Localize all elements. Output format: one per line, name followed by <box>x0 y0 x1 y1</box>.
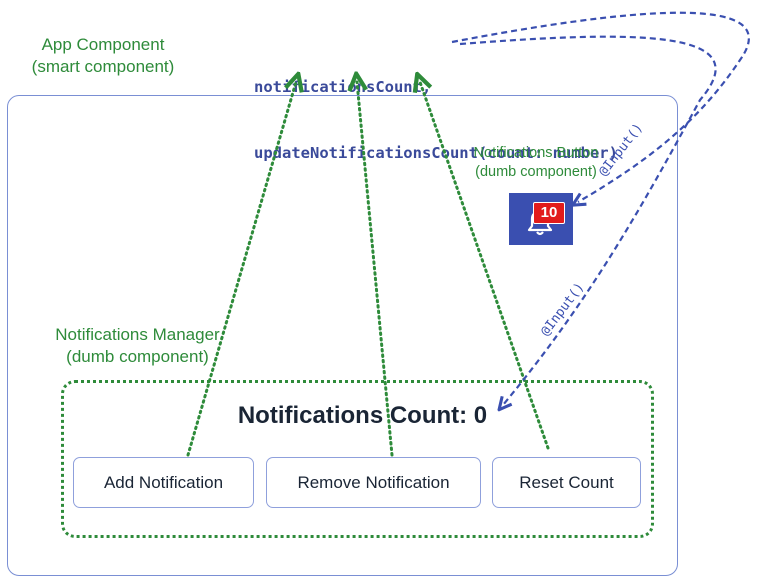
app-component-label: App Component (smart component) <box>18 34 188 78</box>
input-to-button-arrow <box>451 11 750 202</box>
code-line-update-method: updateNotificationsCount(count: number) <box>254 144 618 162</box>
app-component-box <box>7 95 678 576</box>
notifications-button[interactable]: 10 <box>509 193 573 245</box>
notifications-manager-title: Notifications Manager <box>55 325 220 344</box>
notifications-manager-label: Notifications Manager (dumb component) <box>40 324 235 368</box>
notifications-button-subtitle: (dumb component) <box>475 164 597 180</box>
notifications-button-label: Notifications Button (dumb component) <box>452 144 620 182</box>
reset-to-update-arrow <box>420 82 550 450</box>
notifications-button-title: Notifications Button <box>473 145 599 161</box>
notifications-manager-box <box>61 380 654 538</box>
remove-to-update-arrow <box>357 82 394 457</box>
app-component-title: App Component <box>41 35 165 54</box>
notifications-manager-subtitle: (dumb component) <box>66 347 209 366</box>
add-to-update-arrow <box>186 82 296 457</box>
notifications-count-heading: Notifications Count: 0 <box>237 402 488 429</box>
add-notification-button[interactable]: Add Notification <box>73 457 254 508</box>
reset-count-button[interactable]: Reset Count <box>492 457 641 508</box>
remove-notification-button[interactable]: Remove Notification <box>266 457 481 508</box>
notifications-badge: 10 <box>533 202 565 224</box>
app-component-subtitle: (smart component) <box>31 57 175 76</box>
input-to-manager-arrow <box>459 35 717 405</box>
